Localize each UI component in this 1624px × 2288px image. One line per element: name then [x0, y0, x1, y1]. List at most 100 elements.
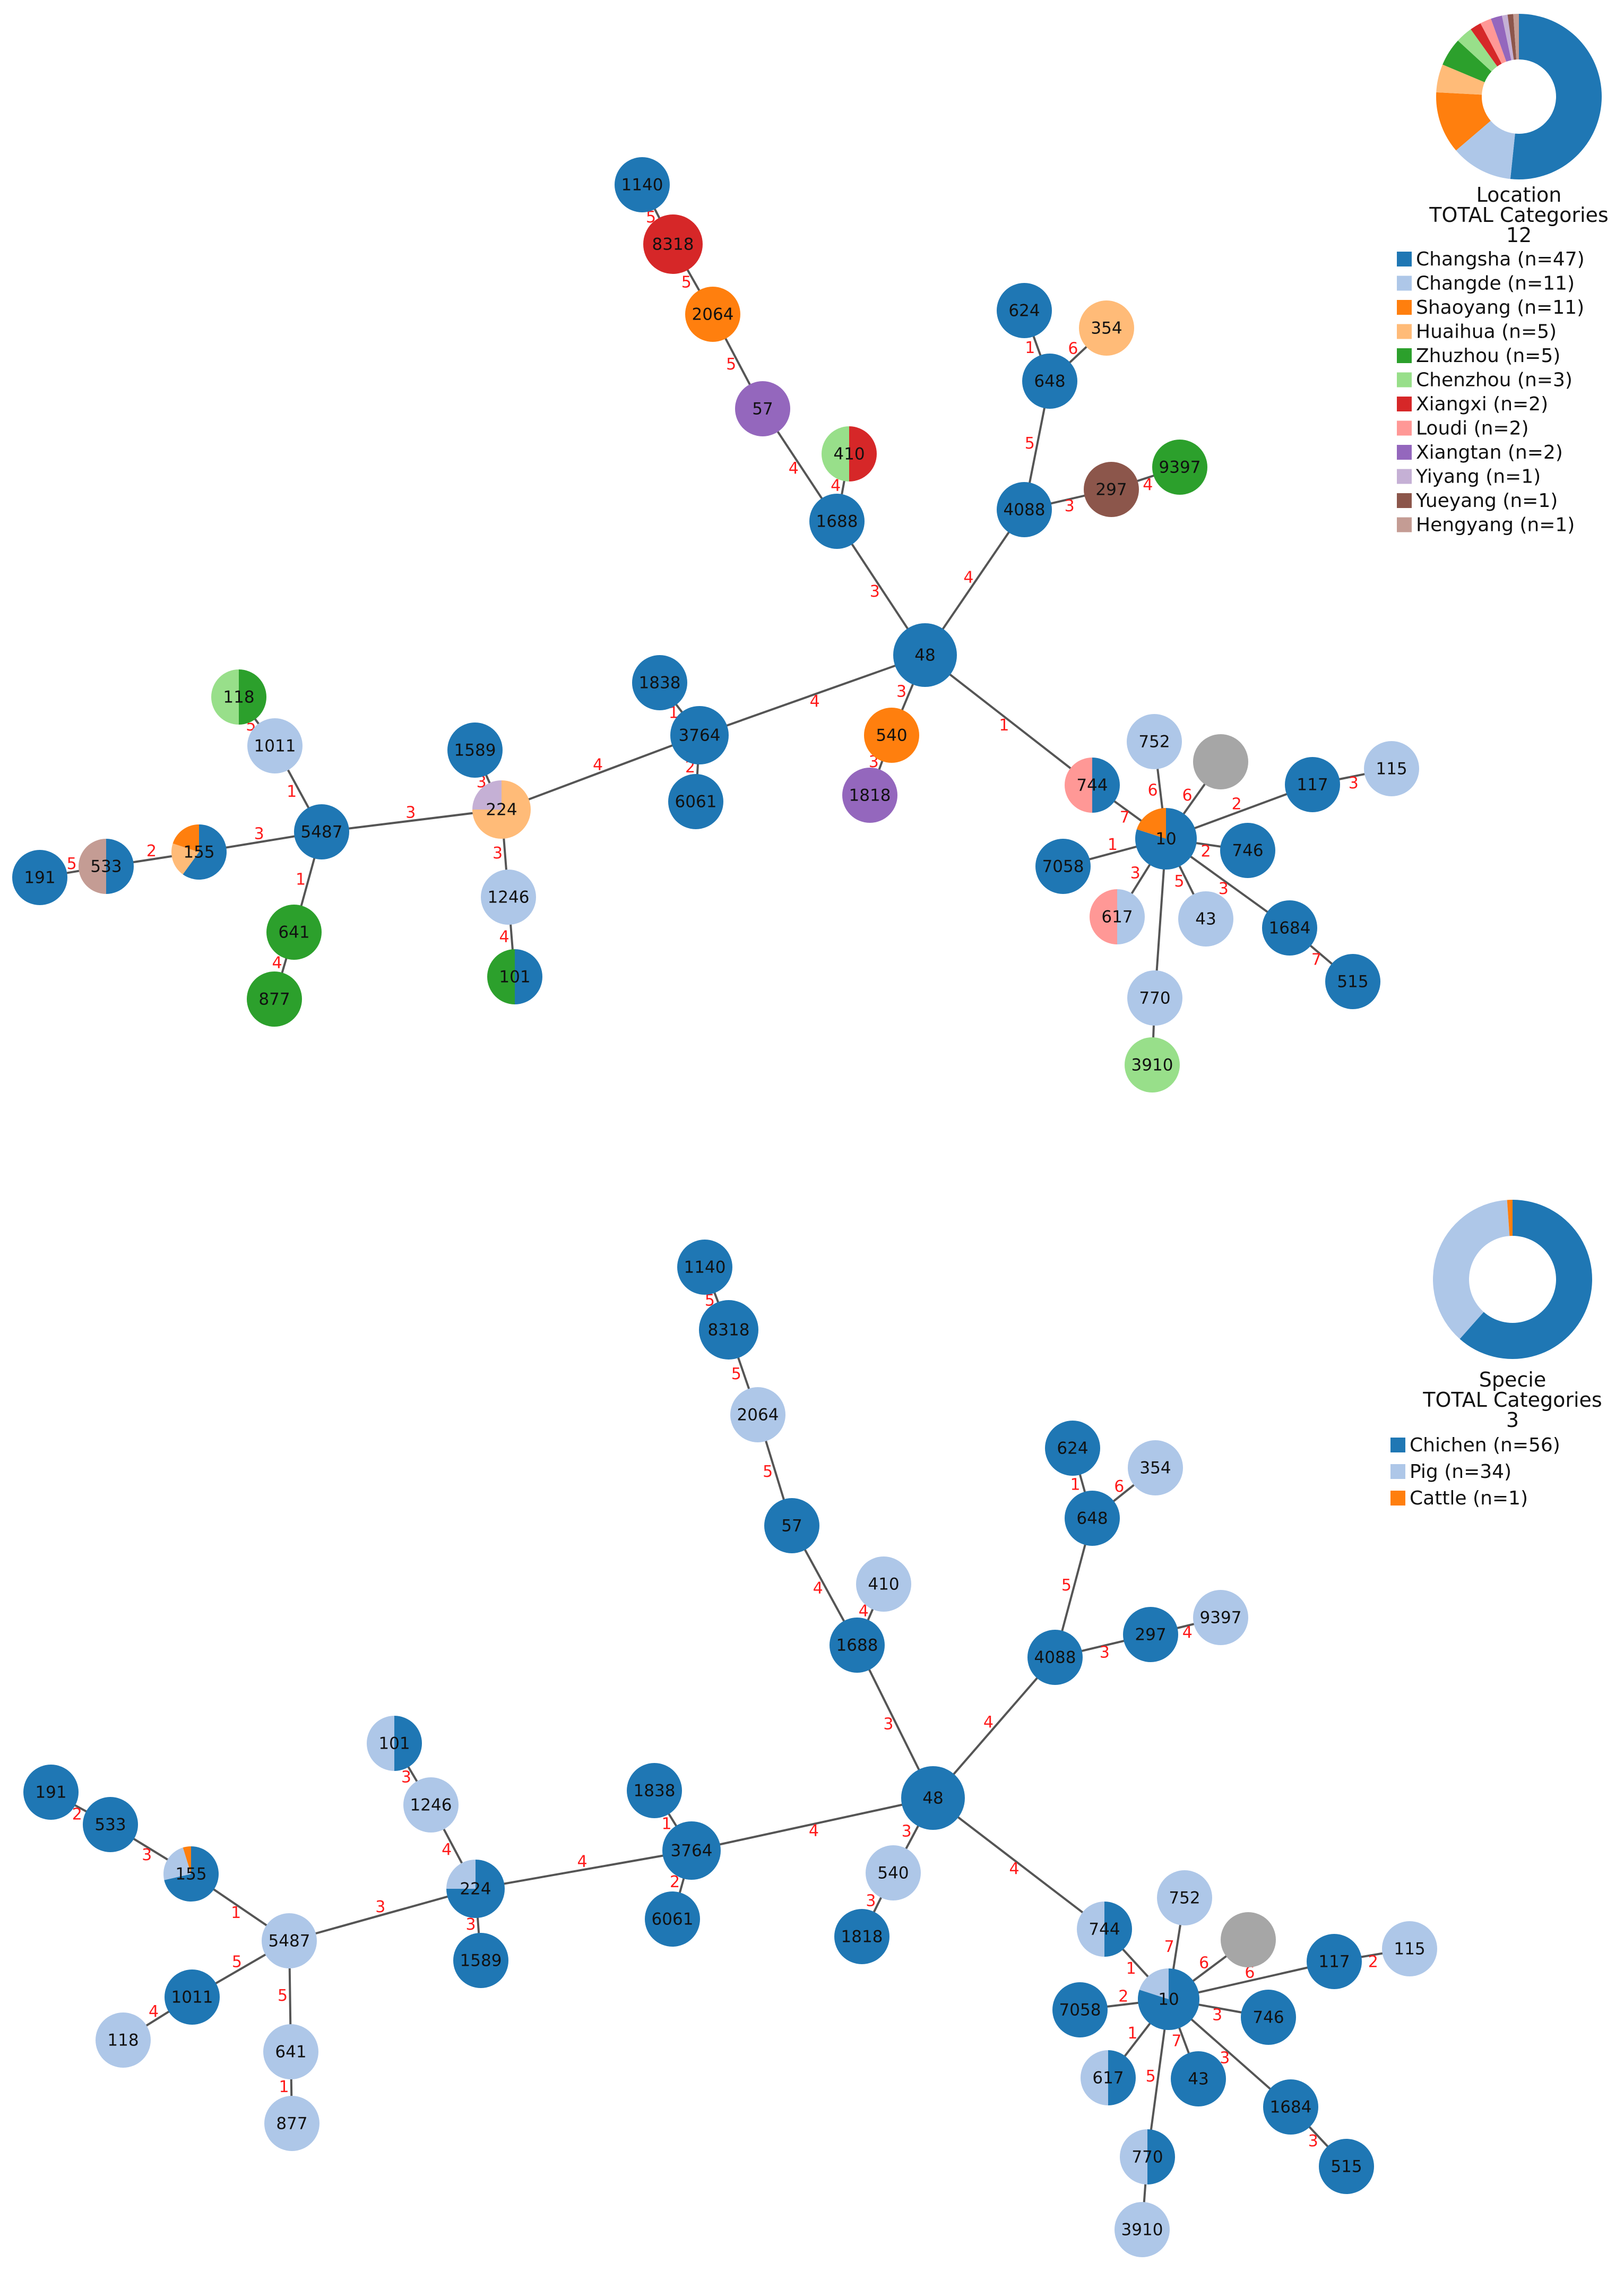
- network-node[interactable]: 115: [1382, 1921, 1437, 1976]
- node-label: 155: [183, 843, 214, 862]
- network-node[interactable]: [1193, 734, 1248, 789]
- network-node[interactable]: 746: [1241, 1990, 1296, 2045]
- network-node[interactable]: 8318: [643, 214, 703, 274]
- network-node[interactable]: 115: [1364, 741, 1419, 796]
- network-node[interactable]: 57: [735, 381, 790, 436]
- network-node[interactable]: 4088: [1027, 1630, 1083, 1685]
- network-node[interactable]: 191: [12, 850, 67, 905]
- network-node[interactable]: 1684: [1262, 900, 1317, 956]
- network-node[interactable]: 9397: [1193, 1590, 1248, 1645]
- network-node[interactable]: 3764: [670, 706, 729, 764]
- network-node[interactable]: 117: [1307, 1934, 1362, 1989]
- network-node[interactable]: 641: [266, 905, 322, 960]
- node-label: 57: [781, 1517, 802, 1536]
- network-node[interactable]: 1246: [403, 1777, 459, 1833]
- network-node[interactable]: 2064: [685, 287, 740, 342]
- network-node[interactable]: 224: [472, 780, 531, 839]
- network-node[interactable]: 57: [764, 1498, 819, 1553]
- network-node[interactable]: 744: [1065, 758, 1120, 813]
- network-node[interactable]: 354: [1128, 1440, 1183, 1495]
- network-node[interactable]: 48: [901, 1766, 965, 1830]
- network-node[interactable]: 155: [163, 1846, 219, 1902]
- network-node[interactable]: 10: [1135, 808, 1197, 870]
- network-node[interactable]: 8318: [699, 1300, 758, 1360]
- network-node[interactable]: 7058: [1035, 839, 1091, 894]
- network-node[interactable]: 101: [367, 1716, 422, 1771]
- network-node[interactable]: 624: [1045, 1421, 1100, 1476]
- network-node[interactable]: 10: [1138, 1968, 1199, 2031]
- network-node[interactable]: 744: [1077, 1902, 1132, 1957]
- network-node[interactable]: 6061: [668, 774, 723, 829]
- network-node[interactable]: 770: [1127, 970, 1182, 1026]
- network-node[interactable]: 1684: [1263, 2079, 1318, 2135]
- network-node[interactable]: 43: [1171, 2051, 1226, 2106]
- network-node[interactable]: 1140: [677, 1240, 732, 1295]
- network-node[interactable]: 5487: [294, 804, 349, 859]
- network-node[interactable]: 648: [1065, 1491, 1120, 1546]
- node-slice: [677, 1240, 732, 1295]
- network-node[interactable]: 533: [79, 839, 134, 894]
- network-node[interactable]: 1246: [481, 870, 536, 925]
- node-slice: [183, 824, 227, 880]
- node-label: 648: [1076, 1509, 1108, 1528]
- network-node[interactable]: 1838: [632, 655, 687, 710]
- network-node[interactable]: 1140: [615, 157, 670, 212]
- network-node[interactable]: 5487: [262, 1913, 317, 1968]
- network-node[interactable]: 515: [1319, 2139, 1374, 2194]
- edge-weight-label: 1: [231, 1904, 241, 1922]
- network-node[interactable]: 9397: [1152, 440, 1207, 495]
- network-node[interactable]: 101: [487, 949, 542, 1004]
- network-node[interactable]: 3910: [1125, 1037, 1180, 1093]
- network-node[interactable]: 648: [1022, 354, 1077, 409]
- network-node[interactable]: 1011: [247, 718, 303, 773]
- network-node[interactable]: 1818: [842, 768, 897, 823]
- node-slice: [1084, 462, 1139, 517]
- network-node[interactable]: 297: [1084, 462, 1139, 517]
- network-node[interactable]: 770: [1120, 2129, 1175, 2184]
- network-node[interactable]: 191: [23, 1765, 79, 1820]
- network-node[interactable]: 515: [1325, 954, 1380, 1009]
- network-node[interactable]: 540: [864, 708, 919, 763]
- network-node[interactable]: 410: [856, 1556, 911, 1612]
- network-node[interactable]: 118: [211, 669, 266, 725]
- network-node[interactable]: 1011: [165, 1969, 220, 2025]
- network-node[interactable]: 117: [1285, 757, 1340, 812]
- network-node[interactable]: 3764: [662, 1821, 721, 1880]
- network-node[interactable]: 746: [1220, 823, 1275, 878]
- edge-weight-label: 3: [1349, 774, 1359, 793]
- network-node[interactable]: 410: [822, 426, 877, 481]
- network-node[interactable]: 155: [171, 824, 227, 880]
- legend-label: Cattle (n=1): [1410, 1487, 1528, 1509]
- network-node[interactable]: 1589: [447, 722, 503, 778]
- network-node[interactable]: 3910: [1115, 2202, 1170, 2257]
- network-node[interactable]: 2064: [730, 1387, 785, 1442]
- network-node[interactable]: 48: [893, 623, 957, 687]
- network-node[interactable]: 624: [997, 283, 1052, 338]
- network-node[interactable]: 752: [1157, 1870, 1212, 1925]
- network-node[interactable]: 641: [263, 2024, 318, 2079]
- network-node[interactable]: 533: [83, 1797, 138, 1852]
- node-label: 1684: [1270, 2098, 1312, 2117]
- network-node[interactable]: 6061: [645, 1891, 700, 1947]
- legend-label: Loudi (n=2): [1416, 418, 1529, 440]
- network-node[interactable]: 7058: [1052, 1982, 1108, 2037]
- network-node[interactable]: 1688: [809, 494, 865, 549]
- network-node[interactable]: 354: [1079, 300, 1134, 356]
- network-node[interactable]: 4088: [997, 482, 1052, 537]
- network-node[interactable]: 1818: [834, 1909, 889, 1964]
- network-node[interactable]: 1688: [830, 1618, 885, 1673]
- network-node[interactable]: 752: [1127, 714, 1182, 769]
- network-node[interactable]: 877: [247, 971, 302, 1027]
- network-node[interactable]: 118: [96, 2012, 151, 2068]
- network-node[interactable]: 1589: [453, 1933, 508, 1988]
- network-node[interactable]: 877: [264, 2096, 319, 2151]
- network-node[interactable]: 617: [1081, 2050, 1136, 2105]
- network-node[interactable]: 617: [1090, 889, 1145, 944]
- network-node[interactable]: 297: [1123, 1607, 1178, 1662]
- network-node[interactable]: 540: [866, 1845, 921, 1900]
- edge-weight-label: 3: [870, 582, 880, 601]
- network-node[interactable]: 1838: [627, 1763, 682, 1818]
- network-node[interactable]: [1221, 1912, 1276, 1967]
- network-node[interactable]: 43: [1178, 891, 1233, 947]
- network-node[interactable]: 224: [446, 1860, 505, 1918]
